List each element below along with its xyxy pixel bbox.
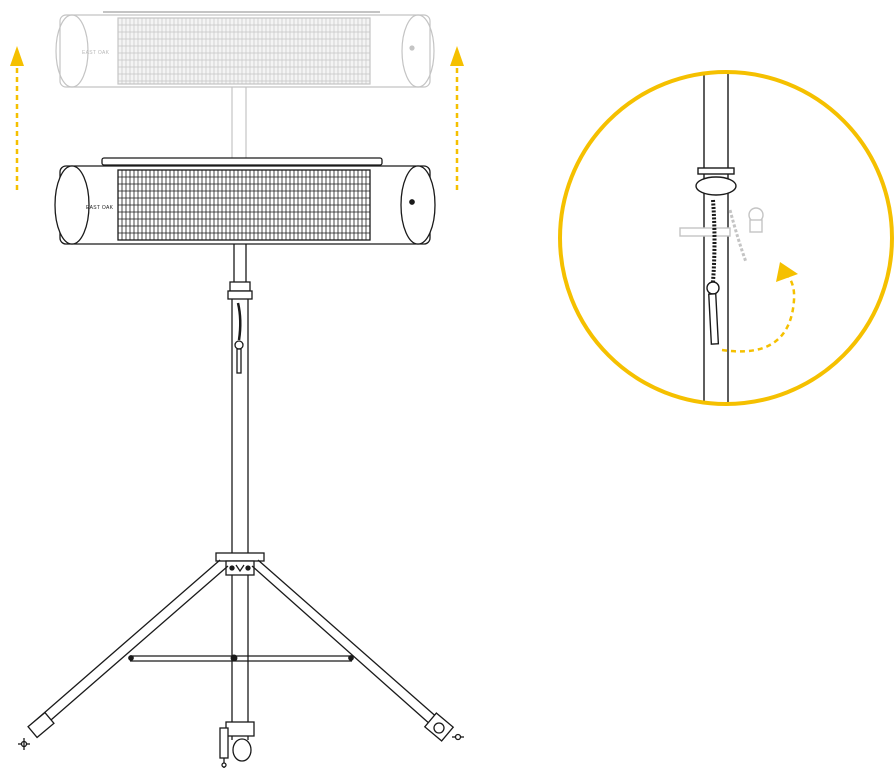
right-foot [423,712,464,742]
raised-heater-ghost: EAST OAK [55,11,435,162]
left-foot [18,711,55,750]
detail-rotate-arrow [721,275,796,353]
detail-zoom-view [558,70,894,406]
ghost-brand-label: EAST OAK [82,50,110,56]
raise-arrow-left [10,46,24,190]
heater-unit: EAST OAK [54,157,436,245]
ghost-heater-grille [117,17,371,85]
center-foot [219,721,255,768]
detail-pin-ghost [679,207,764,263]
detail-chain [711,199,717,283]
tripod-base [18,552,464,768]
telescopic-pole [227,244,253,555]
brand-label: EAST OAK [86,205,114,211]
detail-ring [558,70,894,406]
raise-arrow-right [450,46,464,190]
